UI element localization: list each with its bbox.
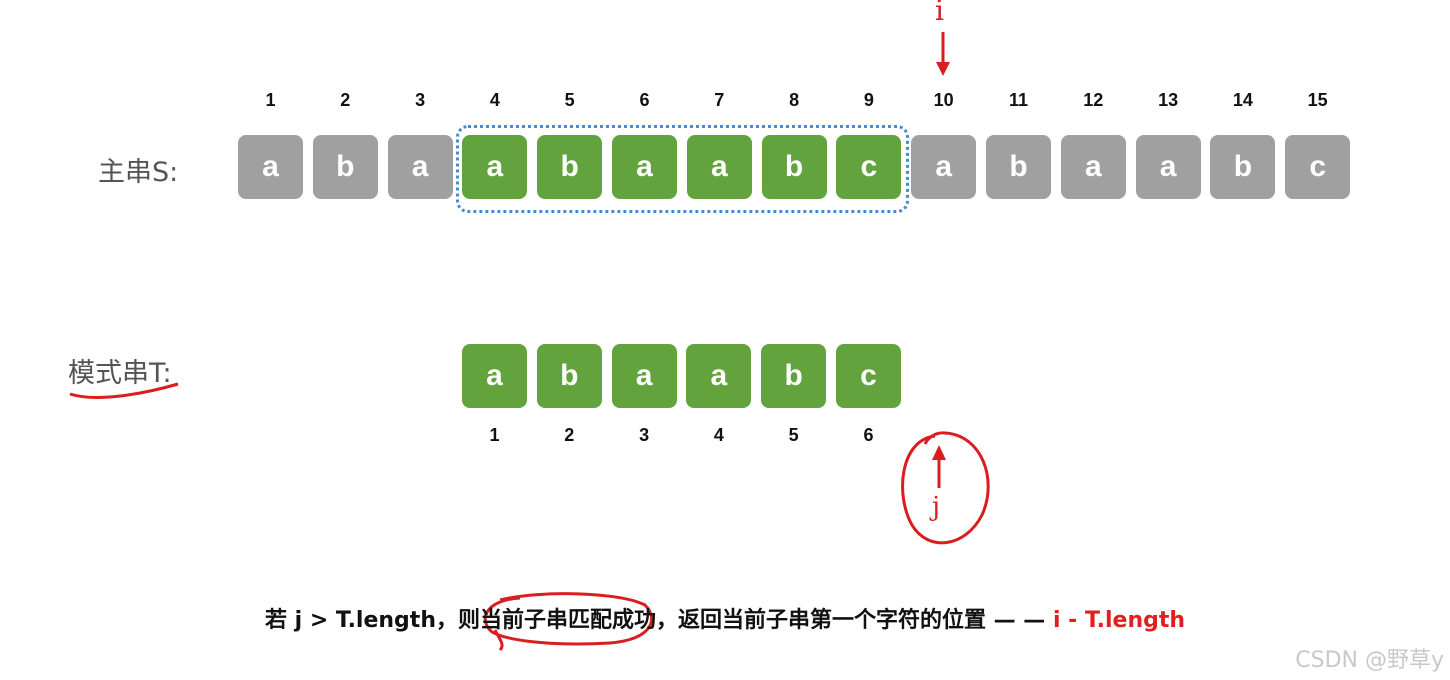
main-char-box: a — [911, 135, 977, 199]
pattern-index-label: 4 — [713, 425, 724, 445]
pattern-index-label: 1 — [489, 425, 500, 445]
matched-substring-outline — [456, 125, 909, 213]
main-index-label: 5 — [564, 90, 575, 110]
main-index-label: 14 — [1232, 90, 1253, 110]
main-index-label: 2 — [340, 90, 351, 110]
j-circle-icon — [901, 431, 990, 545]
pattern-char-box: b — [536, 344, 602, 408]
main-char-box-matched: a — [686, 135, 752, 199]
main-index-label: 8 — [789, 90, 800, 110]
main-char-box-matched: b — [537, 135, 603, 199]
main-char-box-matched: b — [761, 135, 827, 199]
pattern-char-box: a — [686, 344, 752, 408]
pattern-char-box: b — [761, 344, 827, 408]
pattern-char-box: a — [462, 344, 527, 408]
main-index-label: 3 — [415, 90, 426, 110]
main-char-box: a — [387, 135, 453, 199]
main-index-label: 6 — [639, 90, 650, 110]
pattern-string-label: 模式串T: — [68, 358, 172, 389]
main-char-box-matched: a — [462, 135, 528, 199]
main-index-label: 4 — [489, 90, 500, 110]
main-index-label: 9 — [863, 90, 874, 110]
pattern-index-label: 6 — [863, 425, 874, 445]
pattern-label-underline-icon — [69, 382, 179, 399]
main-char-box: b — [986, 135, 1051, 199]
j-pointer-label: j — [932, 492, 941, 522]
caption-text: 若 j > T.length，则当前子串匹配成功，返回当前子串第一个字符的位置 … — [264, 608, 1053, 633]
pattern-index-label: 3 — [639, 425, 650, 445]
main-index-label: 11 — [1008, 90, 1029, 110]
success-ellipse-icon — [483, 592, 654, 652]
watermark: CSDN @野草y — [1295, 648, 1444, 673]
main-index-label: 7 — [714, 90, 725, 110]
main-char-box: a — [1060, 135, 1126, 199]
i-pointer-label: i — [935, 0, 944, 27]
pattern-index-label: 2 — [564, 425, 575, 445]
pattern-index-label: 5 — [788, 425, 799, 445]
main-char-box-matched: a — [612, 135, 677, 199]
main-index-label: 10 — [933, 90, 954, 110]
main-char-box: a — [1135, 135, 1201, 199]
pattern-char-box: a — [611, 344, 677, 408]
main-index-label: 12 — [1083, 90, 1104, 110]
main-index-label: 15 — [1307, 90, 1328, 110]
main-char-box: b — [312, 135, 378, 199]
main-string-label: 主串S: — [98, 157, 179, 188]
main-char-box-matched: c — [836, 135, 902, 199]
pattern-char-box: c — [836, 344, 901, 408]
j-arrow-icon — [932, 445, 946, 488]
main-index-label: 1 — [265, 90, 276, 110]
caption: 若 j > T.length，则当前子串匹配成功，返回当前子串第一个字符的位置 … — [0, 602, 1450, 634]
main-char-box: a — [238, 135, 303, 199]
caption-formula: i - T.length — [1052, 608, 1186, 633]
i-arrow-icon — [936, 32, 950, 76]
main-char-box: c — [1285, 135, 1351, 199]
main-index-label: 13 — [1158, 90, 1179, 110]
main-char-box: b — [1210, 135, 1276, 199]
